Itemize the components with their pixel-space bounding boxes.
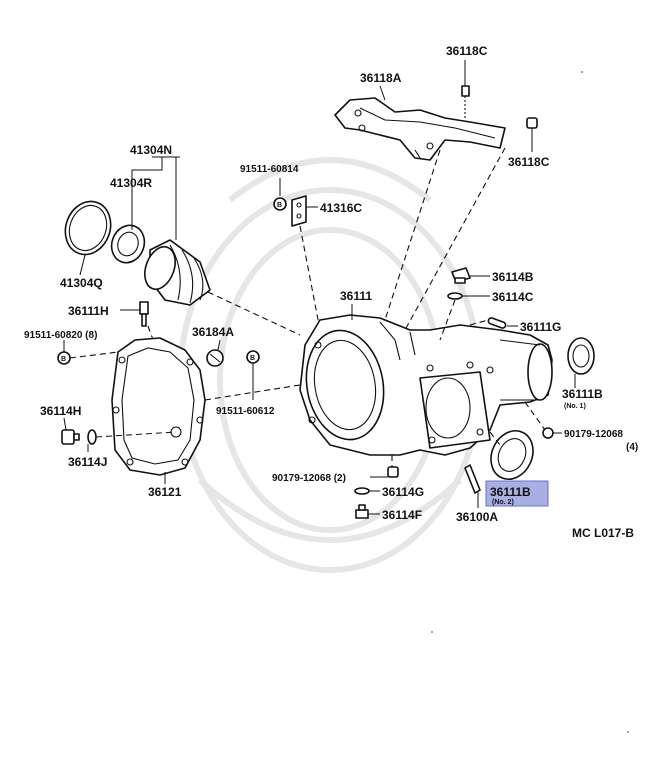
label-41304N[interactable]: 41304N: [130, 143, 172, 157]
label-36111B-no2[interactable]: 36111B: [490, 485, 531, 499]
clip-41316C[interactable]: [291, 195, 307, 227]
label-41304R[interactable]: 41304R: [110, 176, 152, 190]
bolt-symbol: B: [250, 355, 255, 362]
bolt-91511-60612[interactable]: B: [246, 350, 260, 364]
label-36114B[interactable]: 36114B: [492, 270, 534, 284]
oil-seal-36111B-no1[interactable]: [567, 337, 595, 375]
o-ring-41304Q[interactable]: [58, 195, 118, 261]
plug-36111H[interactable]: [139, 301, 149, 327]
cap-36184A[interactable]: [206, 349, 224, 367]
nut-90179-12068-left[interactable]: [387, 466, 399, 478]
label-36118C-right[interactable]: 36118C: [508, 155, 550, 169]
speck: [431, 631, 433, 633]
pin-36111G[interactable]: [487, 317, 507, 329]
speck: [581, 71, 583, 73]
label-36111H[interactable]: 36111H: [68, 304, 109, 318]
highlight-36111B-no2: [485, 480, 549, 507]
bolt-symbol: B: [277, 202, 282, 209]
label-36118C-top[interactable]: 36118C: [446, 44, 488, 58]
gasket-36114G[interactable]: [354, 487, 370, 495]
cover-36121[interactable]: [111, 337, 206, 476]
gasket-36114C[interactable]: [447, 292, 463, 300]
plug-36114F[interactable]: [355, 504, 369, 519]
label-36121[interactable]: 36121: [148, 485, 182, 499]
boot-41304N[interactable]: [139, 239, 211, 306]
label-36111[interactable]: 36111: [340, 289, 372, 303]
speck: [627, 731, 629, 733]
label-36100A[interactable]: 36100A: [456, 510, 498, 524]
label-91511-60612[interactable]: 91511-60612: [216, 406, 275, 417]
label-41316C[interactable]: 41316C: [320, 201, 362, 215]
bolt-36118C-top[interactable]: [461, 85, 470, 118]
label-36114G[interactable]: 36114G: [382, 485, 424, 499]
label-90179-12068-right-qty: (4): [626, 442, 638, 453]
bolt-91511-60820[interactable]: B: [57, 351, 71, 365]
seal-41304R[interactable]: [106, 221, 149, 268]
label-36114J[interactable]: 36114J: [68, 455, 107, 469]
label-36111B-no2-note: (No. 2): [492, 499, 514, 506]
plug-36114B[interactable]: [451, 267, 471, 284]
bolt-symbol: B: [61, 356, 66, 363]
label-91511-60814[interactable]: 91511-60814: [240, 164, 299, 175]
plug-36114H[interactable]: [61, 429, 80, 445]
transfer-housing-36111[interactable]: [298, 314, 553, 456]
label-36114C[interactable]: 36114C: [492, 290, 534, 304]
gasket-36114J[interactable]: [87, 429, 97, 445]
label-90179-12068-right[interactable]: 90179-12068: [564, 429, 623, 440]
diagram-code: MC L017-B: [572, 526, 634, 540]
label-91511-60820[interactable]: 91511-60820 (8): [24, 330, 97, 341]
bracket-36118A[interactable]: [334, 97, 506, 161]
nut-36118C-right[interactable]: [526, 117, 538, 129]
label-36118A[interactable]: 36118A: [360, 71, 402, 85]
part-labels: 36118C 36118A 36118C 41304N 41304R 41304…: [24, 44, 638, 540]
bolt-91511-60814[interactable]: B: [273, 197, 287, 211]
label-41304Q[interactable]: 41304Q: [60, 276, 103, 290]
label-90179-12068-left[interactable]: 90179-12068 (2): [272, 473, 346, 484]
label-36184A[interactable]: 36184A: [192, 325, 234, 339]
oil-seal-36111B-no2[interactable]: [483, 424, 540, 486]
label-36111B-no1-note: (No. 1): [564, 403, 586, 410]
label-36111B-no1[interactable]: 36111B: [562, 387, 603, 401]
label-36114H[interactable]: 36114H: [40, 404, 81, 418]
label-36111G[interactable]: 36111G: [520, 320, 561, 334]
stud-36100A[interactable]: [464, 464, 481, 494]
label-36114F[interactable]: 36114F: [382, 508, 422, 522]
